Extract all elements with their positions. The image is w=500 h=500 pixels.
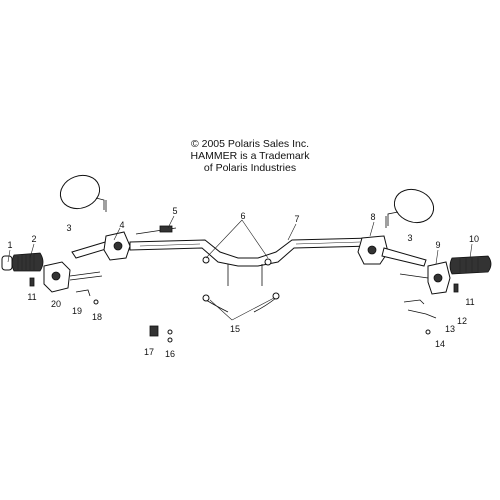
callout-13: 13 bbox=[445, 324, 455, 334]
callout-18: 18 bbox=[92, 312, 102, 322]
callout-1: 1 bbox=[7, 240, 12, 250]
callout-7: 7 bbox=[294, 214, 299, 224]
trademark-line: HAMMER is a Trademark bbox=[190, 150, 310, 162]
callout-9: 9 bbox=[435, 240, 440, 250]
callout-10: 10 bbox=[469, 234, 479, 244]
callout-3-left: 3 bbox=[66, 223, 71, 233]
handlebar-clamps[interactable] bbox=[202, 256, 272, 286]
callout-8: 8 bbox=[370, 212, 375, 222]
callout-11-left: 11 bbox=[27, 292, 36, 302]
copyright-line: © 2005 Polaris Sales Inc. bbox=[190, 138, 310, 150]
callout-20: 20 bbox=[51, 299, 61, 309]
left-grip[interactable] bbox=[1, 252, 44, 272]
callout-11-right: 11 bbox=[465, 297, 474, 307]
right-master-cylinder[interactable] bbox=[357, 235, 427, 267]
callout-numbers: 1 2 3 4 5 6 7 8 3 9 10 11 20 19 18 11 12… bbox=[7, 206, 479, 359]
copyright-notice: © 2005 Polaris Sales Inc. HAMMER is a Tr… bbox=[150, 138, 350, 174]
callout-19: 19 bbox=[72, 306, 82, 316]
callout-12: 12 bbox=[457, 316, 467, 326]
callout-5: 5 bbox=[172, 206, 177, 216]
callout-2: 2 bbox=[31, 234, 36, 244]
cable-ties[interactable] bbox=[202, 292, 280, 313]
left-switch-housing[interactable] bbox=[43, 261, 103, 293]
left-mirror[interactable] bbox=[56, 170, 107, 214]
small-hardware[interactable] bbox=[29, 277, 459, 343]
right-switch-housing[interactable] bbox=[399, 261, 451, 295]
callout-14: 14 bbox=[435, 339, 445, 349]
handlebar[interactable] bbox=[129, 237, 373, 267]
callout-3-right: 3 bbox=[407, 233, 412, 243]
callout-6: 6 bbox=[240, 211, 245, 221]
left-lever-assembly[interactable] bbox=[71, 231, 131, 261]
callout-15: 15 bbox=[230, 324, 240, 334]
right-grip[interactable] bbox=[449, 255, 492, 275]
callout-17: 17 bbox=[144, 347, 154, 357]
trademark-owner-line: of Polaris Industries bbox=[203, 162, 297, 174]
throttle-cable[interactable] bbox=[135, 225, 177, 235]
right-mirror[interactable] bbox=[385, 184, 438, 228]
callout-16: 16 bbox=[165, 349, 175, 359]
leader-lines bbox=[7, 215, 473, 321]
callout-4: 4 bbox=[119, 220, 124, 230]
